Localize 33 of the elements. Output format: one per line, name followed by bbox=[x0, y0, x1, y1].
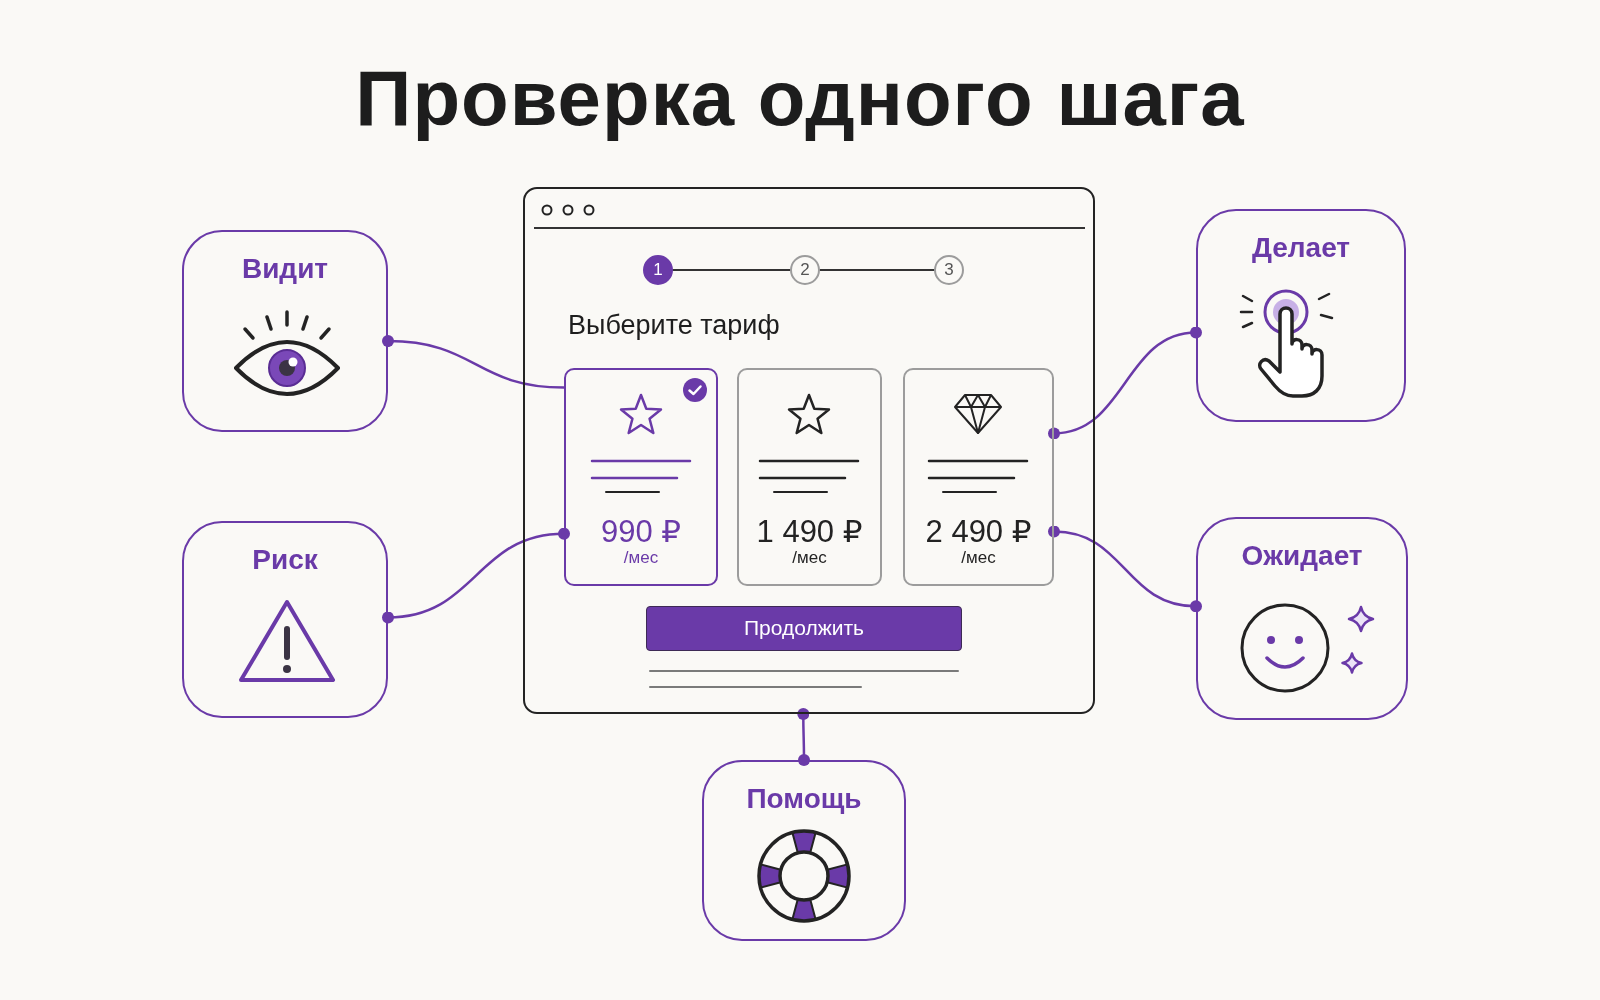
card-title: Делает bbox=[1251, 231, 1351, 265]
step-indicator: 3 bbox=[934, 255, 964, 285]
callout-card bbox=[1196, 517, 1408, 720]
period-text: /мес bbox=[623, 548, 659, 568]
callout-card bbox=[702, 760, 906, 941]
price-text: 990 ₽ bbox=[600, 514, 682, 550]
connector-line bbox=[797, 708, 810, 766]
section-heading: Выберите тариф bbox=[568, 309, 780, 341]
plan-card bbox=[737, 368, 882, 586]
diagram-title: Проверка одного шага bbox=[355, 53, 1245, 144]
price-text: 1 490 ₽ bbox=[756, 514, 863, 550]
callout-card bbox=[182, 230, 388, 432]
browser-window bbox=[523, 187, 1095, 714]
step-indicator: 2 bbox=[790, 255, 820, 285]
card-title: Видит bbox=[241, 252, 329, 286]
card-title: Ожидает bbox=[1241, 539, 1363, 573]
card-title: Риск bbox=[252, 543, 318, 577]
callout-card bbox=[182, 521, 388, 718]
connector-line bbox=[382, 527, 570, 624]
period-text: /мес bbox=[961, 548, 996, 568]
period-text: /мес bbox=[792, 548, 827, 568]
callout-card bbox=[1196, 209, 1406, 422]
connector-line bbox=[819, 269, 935, 271]
price-text: 2 490 ₽ bbox=[925, 514, 1032, 550]
card-title: Помощь bbox=[746, 782, 862, 816]
continue-button: Продолжить bbox=[646, 606, 962, 651]
step-indicator: 1 bbox=[643, 255, 673, 285]
connector-line bbox=[382, 335, 566, 389]
connector-line bbox=[1048, 326, 1202, 440]
plan-card bbox=[564, 368, 718, 586]
plan-card bbox=[903, 368, 1054, 586]
connector-line bbox=[672, 269, 791, 271]
connector-line bbox=[1048, 525, 1202, 613]
